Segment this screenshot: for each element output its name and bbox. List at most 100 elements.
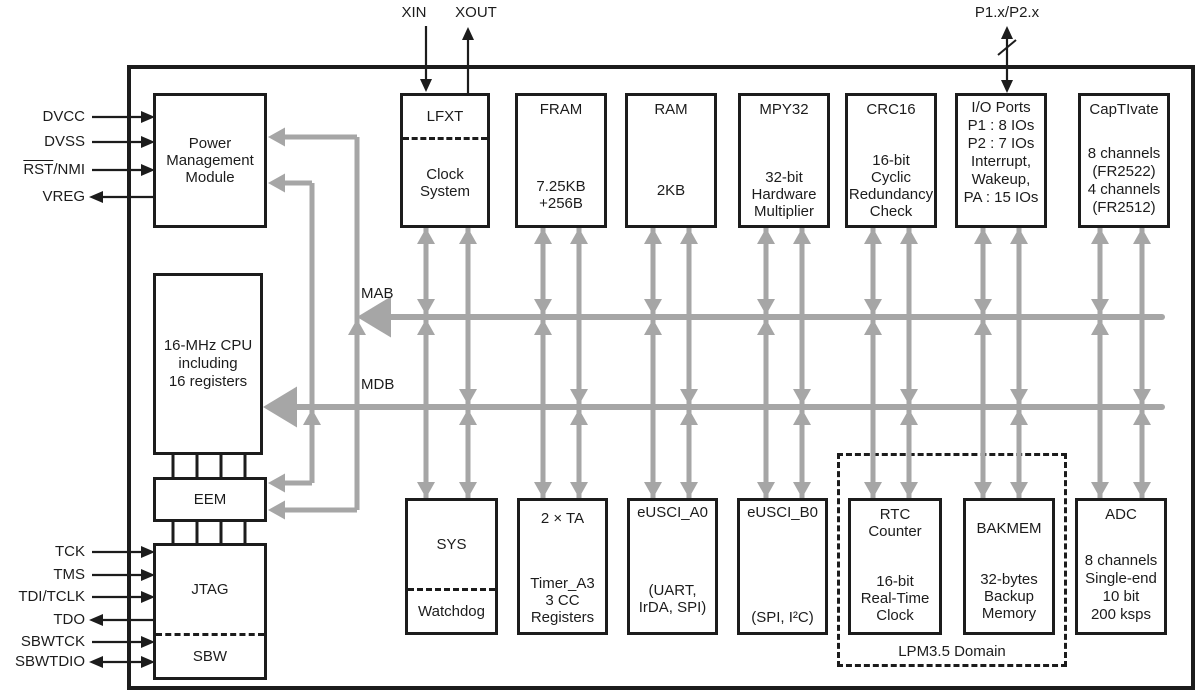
bus-arrowhead [1133,482,1151,498]
mpy32-title: MPY32 [759,101,809,118]
block-crc16: CRC16 16-bit Cyclic Redundancy Check [845,93,937,228]
cpu-eem-jtag-pins [171,455,247,543]
io-ports-detail: P1 : 8 IOs P2 : 7 IOs Interrupt, Wakeup,… [963,117,1039,206]
dvss-pin-label: DVSS [44,133,85,150]
bus-arrowhead [570,228,588,244]
timer-a-detail: Timer_A3 3 CC Registers [530,575,595,626]
pmm-title: Power Management Module [166,135,254,186]
block-bakmem: BAKMEM 32-bytes Backup Memory [963,498,1055,635]
bus-arrowhead [570,409,588,425]
block-eusci-a0: eUSCI_A0 (UART, IrDA, SPI) [627,498,718,635]
bus-arrowhead [793,409,811,425]
captivate-title: CapTIvate [1089,101,1159,118]
pmm-eem-bus-routes [268,127,360,520]
fram-title: FRAM [539,101,583,118]
bus-arrowhead [534,299,552,315]
captivate-detail: 8 channels (FR2522) 4 channels (FR2512) [1087,145,1161,216]
tdi-tclk-pin-label: TDI/TCLK [18,588,85,605]
port-pin-line [997,26,1017,93]
block-mpy32: MPY32 32-bit Hardware Multiplier [738,93,830,228]
bus-arrowhead [793,228,811,244]
sys-label: SYS [436,536,467,553]
bus-arrowhead [1010,228,1028,244]
sbw-label: SBW [192,648,228,665]
jtag-label: JTAG [191,581,229,598]
bus-arrowhead [864,482,882,498]
rtc-title: RTC Counter [868,506,922,540]
crc16-title: CRC16 [866,101,916,118]
bus-arrowhead [864,319,882,335]
bus-arrowhead [417,299,435,315]
bus-arrowhead [974,228,992,244]
block-captivate: CapTIvate 8 channels (FR2522) 4 channels… [1078,93,1170,228]
lfxt-divider [403,137,487,140]
adc-detail: 8 channels Single-end 10 bit 200 ksps [1084,552,1158,623]
bus-arrowhead [1091,482,1109,498]
bus-arrowhead [864,299,882,315]
bus-arrowhead [570,389,588,405]
block-sys-watchdog: SYS Watchdog [405,498,498,635]
bus-arrowhead [459,389,477,405]
bus-arrowhead [534,228,552,244]
block-adc: ADC 8 channels Single-end 10 bit 200 ksp… [1075,498,1167,635]
bus-arrowhead [534,482,552,498]
module-bus-columns [417,228,1151,498]
block-rtc: RTC Counter 16-bit Real-Time Clock [848,498,942,635]
bus-arrowhead [1133,389,1151,405]
block-timer-a: 2 × TA Timer_A3 3 CC Registers [517,498,608,635]
bus-arrowhead [1091,299,1109,315]
block-eem: EEM [153,477,267,522]
bus-arrowhead [793,389,811,405]
crc16-detail: 16-bit Cyclic Redundancy Check [848,152,934,220]
eusci-b0-title: eUSCI_B0 [747,504,818,521]
bus-arrowhead [459,228,477,244]
lpm35-domain-label: LPM3.5 Domain [898,643,1006,660]
bus-arrowhead [757,482,775,498]
ram-title: RAM [654,101,688,118]
bus-arrowhead [1091,228,1109,244]
rst-nmi-pin-label: RST/NMI [0,161,85,179]
bus-arrowhead [757,299,775,315]
block-cpu: 16-MHz CPU including 16 registers [153,273,263,455]
bus-arrowhead [570,482,588,498]
bus-arrowhead [1133,409,1151,425]
bus-arrowhead [644,228,662,244]
block-io-ports: I/O Ports P1 : 8 IOs P2 : 7 IOs Interrup… [955,93,1047,228]
mpy32-detail: 32-bit Hardware Multiplier [751,169,817,220]
bus-arrowhead [459,482,477,498]
block-lfxt-clock: LFXT Clock System [400,93,490,228]
jtag-pin-lines [89,546,155,668]
xout-pin-label: XOUT [455,4,497,21]
bakmem-detail: 32-bytes Backup Memory [980,571,1038,622]
bus-arrowhead [1010,389,1028,405]
lfxt-label: LFXT [426,108,464,125]
dvcc-pin-label: DVCC [42,108,85,125]
bus-arrowhead [1010,409,1028,425]
vreg-pin-label: VREG [42,188,85,205]
bus-arrowhead [417,482,435,498]
eusci-a0-detail: (UART, IrDA, SPI) [638,582,707,616]
mdb-bus-label: MDB [361,376,395,393]
block-ram: RAM 2KB [625,93,717,228]
bus-arrowhead [459,409,477,425]
io-ports-title: I/O Ports [971,99,1031,116]
bus-arrowhead [534,319,552,335]
bus-arrowhead [680,228,698,244]
bus-arrowhead [1133,228,1151,244]
bus-arrowhead [900,482,918,498]
bus-arrowhead [644,319,662,335]
bus-arrowhead [680,409,698,425]
bus-arrowhead [1010,482,1028,498]
tms-pin-label: TMS [53,566,85,583]
bus-arrowhead [417,319,435,335]
bus-arrowhead [644,299,662,315]
rst-overline: RST [23,161,54,178]
block-eusci-b0: eUSCI_B0 (SPI, I²C) [737,498,828,635]
watchdog-label: Watchdog [418,603,485,620]
eem-title: EEM [193,491,227,508]
adc-title: ADC [1105,506,1137,523]
eusci-b0-detail: (SPI, I²C) [751,609,814,626]
port-pins-label: P1.x/P2.x [974,4,1040,21]
